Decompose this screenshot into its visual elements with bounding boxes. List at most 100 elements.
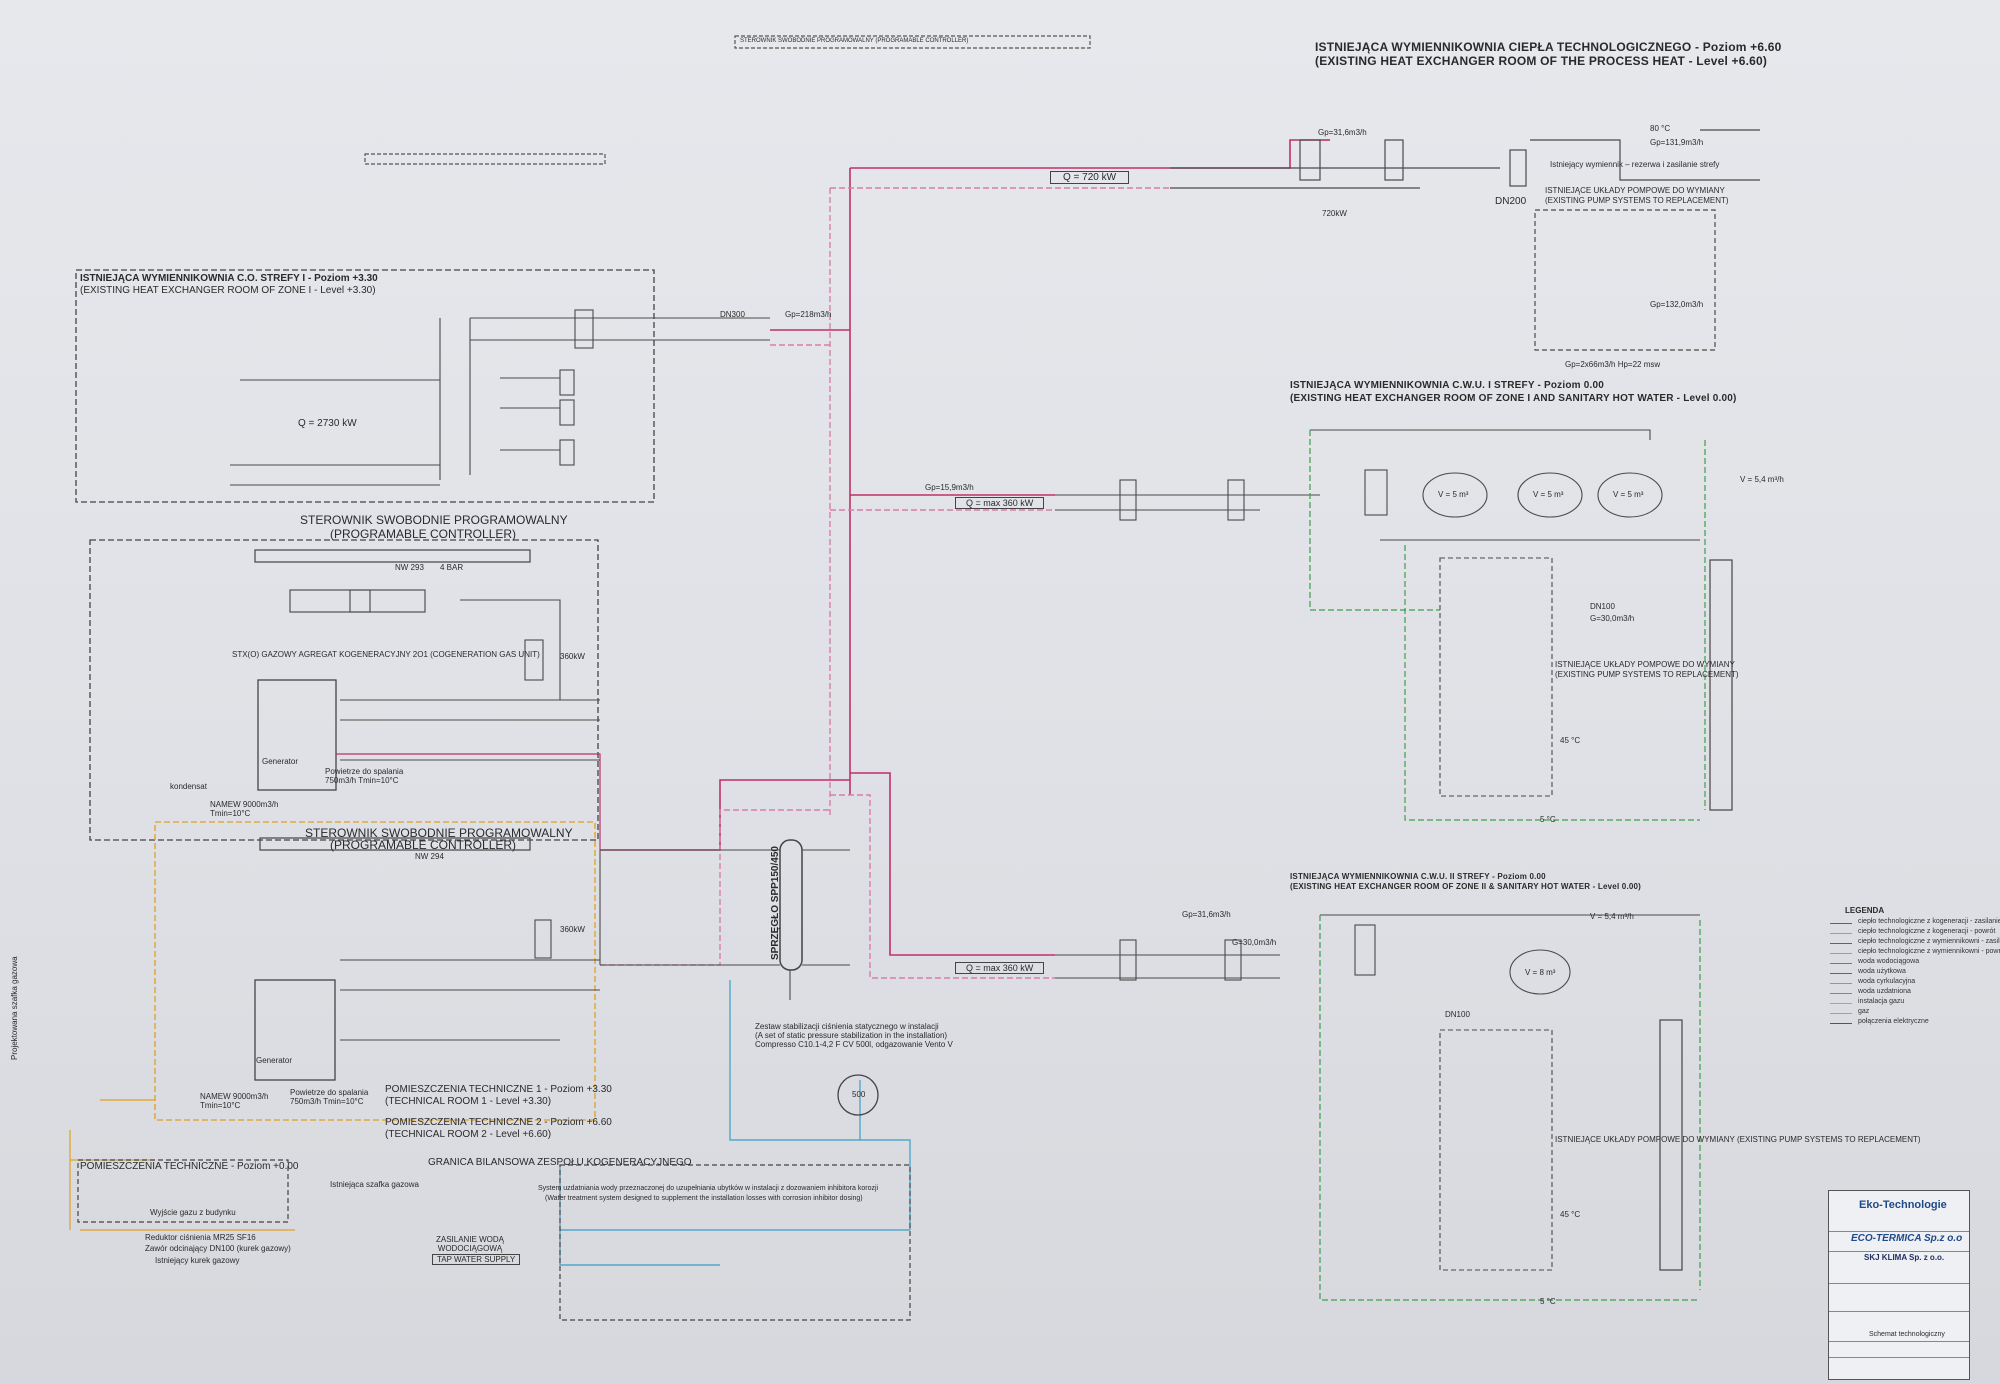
gas-item-1: Wyjście gazu z budynku (150, 1208, 236, 1217)
water-treatment-pl: System uzdatniania wody przeznaczonej do… (538, 1185, 879, 1192)
controller2-power: 360kW (560, 925, 585, 934)
cwu-lower-title-pl: ISTNIEJĄCA WYMIENNIKOWNIA C.W.U. II STRE… (1290, 872, 1546, 881)
legend-item: woda cyrkulacyjna (1830, 978, 1950, 988)
controller1-generator: Generator (262, 757, 299, 766)
controller1-title-pl: STEROWNIK SWOBODNIE PROGRAMOWALNY (300, 513, 568, 527)
process-room-q: Q = 720 kW (1050, 171, 1130, 184)
process-room-title-en: (EXISTING HEAT EXCHANGER ROOM OF THE PRO… (1315, 54, 1768, 68)
legend-swatch (1830, 933, 1852, 934)
process-room-pipes (1170, 129, 1760, 351)
legend-item: gaz (1830, 1008, 1950, 1018)
cwu-upper-temp: 45 °C (1560, 736, 1581, 745)
cwu-upper-pipes (1055, 429, 1700, 797)
tap-water-en: TAP WATER SUPPLY (432, 1254, 521, 1265)
process-room-flow2: Gp=131,9m3/h (1650, 138, 1704, 147)
legend-label: ciepło technologiczne z wymiennikowni - … (1858, 948, 2000, 955)
tech-room2-en: (TECHNICAL ROOM 2 - Level +6.60) (385, 1129, 552, 1140)
cwu-upper-tank2: V = 5 m³ (1533, 490, 1564, 499)
legend-label: instalacja gazu (1858, 998, 1905, 1005)
legend-label: ciepło technologiczne z wymiennikowni - … (1858, 938, 2000, 945)
cwu-upper-cold: 5 °C (1540, 815, 1556, 824)
legend-swatch (1830, 993, 1852, 994)
controller1-bar: 4 BAR (440, 563, 464, 572)
cwu-upper-pump-pl: ISTNIEJĄCE UKŁADY POMPOWE DO WYMIANY (1555, 660, 1735, 669)
controller1-title-en: (PROGRAMABLE CONTROLLER) (330, 527, 517, 541)
controller2-bar (259, 837, 531, 851)
controller1-pipes (340, 599, 600, 761)
top-controller-box (734, 35, 1091, 49)
zone1-title-en: (EXISTING HEAT EXCHANGER ROOM OF ZONE I … (80, 285, 376, 296)
cooler1b (349, 589, 426, 613)
top-small-box (364, 153, 606, 165)
cwu-lower-tank: V = 8 m³ (1525, 968, 1556, 977)
legend-item: ciepło technologiczne z kogeneracji - po… (1830, 928, 1995, 938)
process-room-flow1: Gp=31,6m3/h (1318, 128, 1367, 137)
gas-room-border (77, 1159, 289, 1223)
gas-room-title: POMIESZCZENIA TECHNICZNE - Poziom +0.00 (80, 1161, 299, 1172)
pressure-station-detail: Compresso C10.1-4,2 F CV 500l, odgazowan… (755, 1040, 953, 1049)
process-room-temp: 80 °C (1650, 124, 1671, 133)
controller2-air: Powietrze do spalania 750m3/h Tmin=10°C (290, 1088, 369, 1106)
right-controller-upper (1709, 559, 1733, 811)
cogen-unit1 (257, 679, 337, 791)
cwu-lower-title-en: (EXISTING HEAT EXCHANGER ROOM OF ZONE II… (1290, 882, 1642, 891)
title-company3: SKJ KLIMA Sp. z o.o. (1864, 1253, 1945, 1262)
zone1-dn: DN300 (720, 310, 745, 319)
legend-label: woda cyrkulacyjna (1858, 978, 1916, 985)
cwu-lower-v: V = 5,4 m³/h (1590, 912, 1634, 921)
cwu-upper-pump-en: (EXISTING PUMP SYSTEMS TO REPLACEMENT) (1555, 670, 1739, 679)
cwu-lower-flow: Gp=31,6m3/h (1182, 910, 1231, 919)
legend-item: woda uzdatniona (1830, 988, 1950, 998)
hydraulic-separator (779, 839, 803, 971)
legend-item: ciepło technologiczne z kogeneracji - za… (1830, 918, 2000, 928)
title-sheet: Schemat technologiczny (1869, 1331, 1945, 1338)
cwu-upper-tank1: V = 5 m³ (1438, 490, 1469, 499)
process-room-flow3: Gp=132,0m3/h (1650, 300, 1704, 309)
cwu-upper-title-pl: ISTNIEJĄCA WYMIENNIKOWNIA C.W.U. I STREF… (1290, 380, 1604, 391)
gas-note: Istniejąca szafka gazowa (330, 1180, 419, 1189)
tap-water-pl: ZASILANIE WODĄ WODOCIĄGOWĄ (435, 1235, 504, 1253)
legend-swatch (1830, 963, 1852, 964)
zone1-flow: Gp=218m3/h (785, 310, 832, 319)
zone1-room-pipes (230, 309, 770, 486)
expansion-tank (837, 1074, 879, 1116)
tech-room2-pl: POMIESZCZENIA TECHNICZNE 2 - Poziom +6.6… (385, 1117, 612, 1128)
cwu-lower-temp: 45 °C (1560, 1210, 1581, 1219)
title-company1: Eko-Technologie (1859, 1199, 1947, 1211)
controller2-nw: NW 294 (415, 852, 444, 861)
gas-item-4: Istniejący kurek gazowy (155, 1256, 240, 1265)
legend-label: woda użytkowa (1858, 968, 1906, 975)
hydraulic-separator-label: SPRZĘGŁO SPP150/450 (770, 846, 781, 960)
legend-label: ciepło technologiczne z kogeneracji - po… (1858, 928, 1996, 935)
legend-swatch (1830, 1023, 1852, 1024)
cwu-lower-pump: ISTNIEJĄCE UKŁADY POMPOWE DO WYMIANY (EX… (1555, 1135, 1921, 1144)
separator-pipes (600, 849, 850, 1000)
supply-trunk (600, 139, 1330, 956)
legend-swatch (1830, 1003, 1852, 1004)
cooler1a (289, 589, 371, 613)
controller1-gas (336, 753, 601, 850)
cwu-lower-green (1319, 915, 1701, 1301)
legend-label: gaz (1858, 1008, 1870, 1015)
cwu-lower-dn: DN100 (1445, 1010, 1470, 1019)
boundary-label: GRANICA BILANSOWA ZESPOŁU KOGENERACYJNEG… (428, 1157, 692, 1168)
cwu-upper-v: V = 5,4 m³/h (1740, 475, 1784, 484)
water-treatment-border (559, 1164, 911, 1321)
legend-item: instalacja gazu (1830, 998, 1950, 1008)
pressure-station-pl: Zestaw stabilizacji ciśnienia statyczneg… (755, 1022, 939, 1031)
legend-swatch (1830, 953, 1852, 954)
title-company2: ECO-TERMICA Sp.z o.o (1851, 1233, 1963, 1244)
cwu-upper-dn: DN100 (1590, 602, 1615, 611)
controller1-air: Powietrze do spalania 750m3/h Tmin=10°C (325, 767, 404, 785)
cwu-lower-pipes (1055, 914, 1700, 1271)
top-controller-label: STEROWNIK SWOBODNIE PROGRAMOWALNY (PROGR… (740, 38, 969, 44)
tech-room1-en: (TECHNICAL ROOM 1 - Level +3.30) (385, 1096, 552, 1107)
process-room-dn: DN200 (1495, 196, 1527, 207)
legend-item: woda użytkowa (1830, 968, 1950, 978)
return-trunk (600, 187, 1170, 979)
cwu-upper-q: Q = max 360 kW (955, 497, 1045, 509)
controller2-title-pl: STEROWNIK SWOBODNIE PROGRAMOWALNY (305, 826, 573, 840)
pressure-station-en: (A set of static pressure stabilization … (755, 1031, 948, 1040)
legend-label: woda uzdatniona (1858, 988, 1911, 995)
